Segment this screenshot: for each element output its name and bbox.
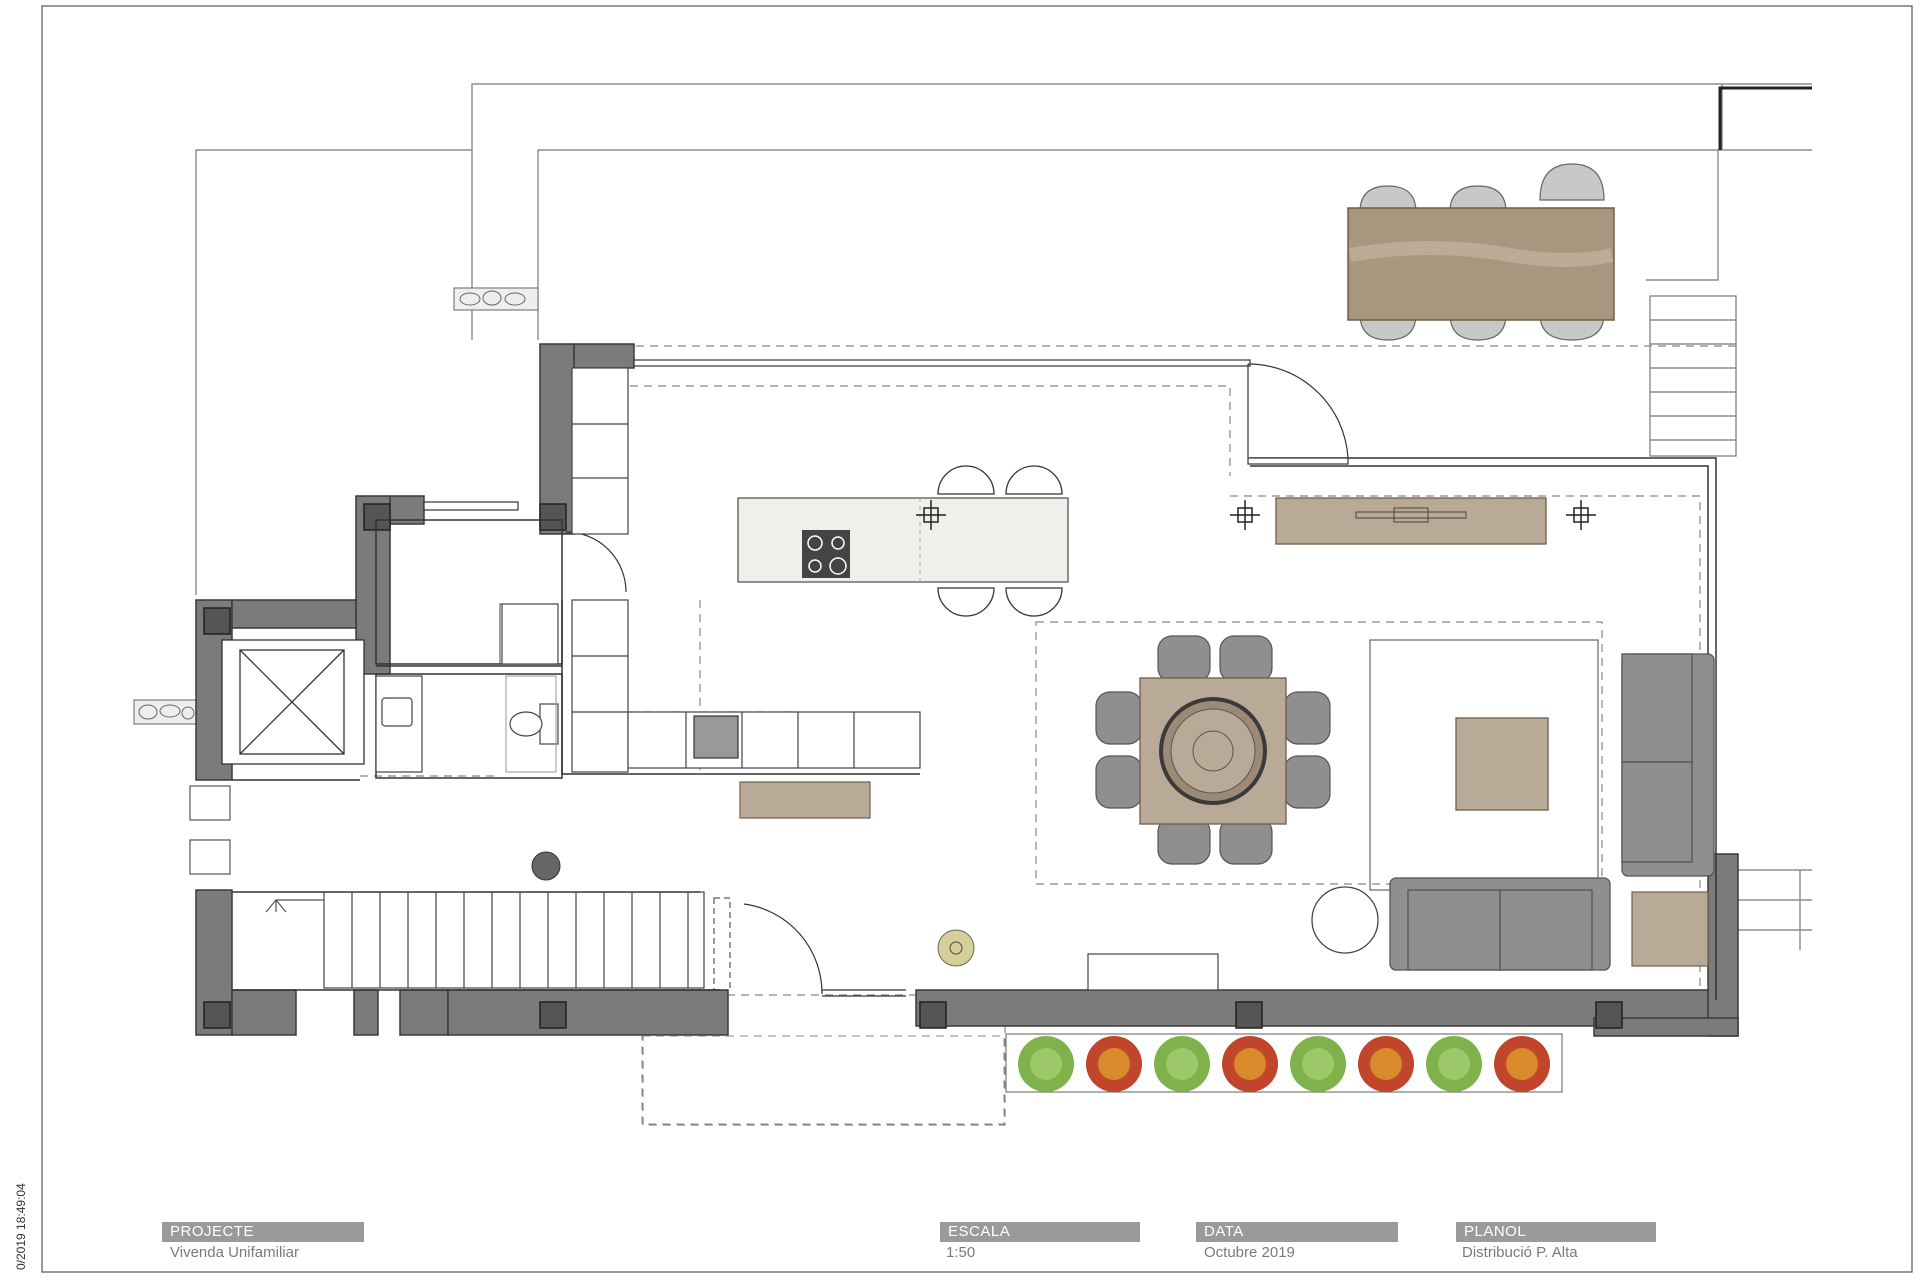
window-top [423,359,1349,511]
sheet-border [41,5,1913,1273]
fridge-nook [499,603,559,665]
plan-label: PLANOL [1456,1222,1656,1242]
plan-value: Distribució P. Alta [1462,1244,1578,1261]
sideboard [1275,497,1547,545]
stair-landing [713,897,731,991]
walls [195,343,1739,1037]
round-side-table [1311,886,1379,954]
kitchen-island [737,497,1069,583]
shower-tray [505,675,557,773]
fireplace-insert [1355,511,1467,519]
washbasin [375,675,423,773]
stair-arrow-icon [265,899,324,913]
elevator [221,639,365,765]
sofa-right [1621,653,1715,877]
upper-ledge [1718,86,1812,150]
plant-icon [1018,1036,1550,1092]
side-table [1631,891,1709,967]
entrance-dashed [641,1035,1005,1125]
terrace-outlines [195,83,1812,950]
plant-pot [937,929,975,967]
scale-value: 1:50 [946,1244,976,1261]
kitchen-counter [627,711,921,769]
date-label: DATA [1196,1222,1398,1242]
print-timestamp: 0/2019 18:49:04 [14,1183,28,1270]
project-label: PROJECTE [162,1222,364,1242]
cooktop-icon [802,530,850,578]
project-value: Vivenda Unifamiliar [170,1244,299,1261]
wc-sink-cabinet [501,603,559,665]
terrace-dining-set [1347,163,1615,341]
stone-patch [133,287,539,725]
date-value: Octubre 2019 [1204,1244,1295,1261]
scale-label: ESCALA [940,1222,1140,1242]
bar-stools [937,465,1063,617]
toilet [509,703,559,745]
staircase [323,891,705,989]
tv-console [1087,953,1219,991]
tall-cabinets [571,367,629,773]
kitchen-bench [739,781,871,819]
coffee-table [1455,717,1549,811]
door-swing-icon [565,363,1349,997]
light-point [916,500,1596,530]
kitchen-sink [693,715,739,759]
floor-lamp [531,851,561,881]
sofa-bottom [1389,877,1611,971]
exterior-steps [189,785,231,875]
